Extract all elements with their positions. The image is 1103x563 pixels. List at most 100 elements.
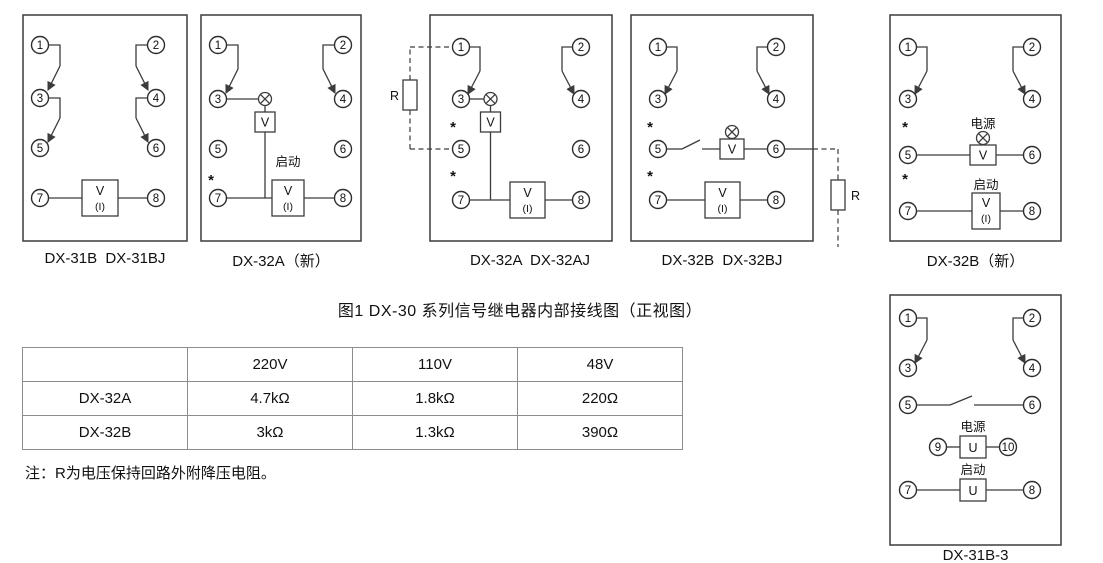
diagram-label-dx31b-3: DX-31B-3 (942, 547, 1009, 563)
terminal-7: 7 (208, 188, 228, 208)
contact-chain-left (47, 44, 61, 144)
start-coil-row: U (916, 478, 1024, 502)
svg-text:V: V (486, 116, 495, 130)
contact-right (322, 44, 336, 95)
external-resistor-circuit: R (813, 148, 860, 247)
terminal-3: 3 (648, 89, 668, 109)
vi-meter-box: V (I) (704, 181, 741, 219)
diagram-dx31b-3: 电源 U 启动 U 1 2 3 4 5 6 9 10 7 8 (889, 294, 1062, 546)
svg-text:(I): (I) (283, 201, 293, 213)
svg-text:6: 6 (578, 144, 584, 156)
diagram-border (22, 14, 188, 242)
col-header-110v: 110V (352, 347, 518, 382)
terminal-2: 2 (1022, 308, 1042, 328)
svg-text:4: 4 (578, 94, 585, 106)
svg-text:1: 1 (458, 42, 464, 54)
u-coil-box: U (959, 478, 987, 502)
terminal-1: 1 (898, 37, 918, 57)
row-header-dx32a: DX-32A (22, 381, 188, 416)
svg-text:R: R (851, 189, 860, 203)
figure-caption: 图1 DX-30 系列信号继电器内部接线图（正视图） (337, 303, 703, 320)
contact-chain-right (135, 44, 149, 144)
svg-text:4: 4 (153, 93, 160, 105)
svg-text:(I): (I) (523, 203, 533, 215)
svg-text:(I): (I) (981, 213, 991, 225)
diagram-label-dx32a-new: DX-32A（新） (232, 253, 330, 270)
table-corner-cell (22, 347, 188, 382)
power-coil-row: U (946, 435, 1000, 459)
terminal-9: 9 (928, 437, 948, 457)
voltmeter-box: V (969, 144, 997, 166)
star-mark: * (450, 119, 456, 136)
terminal-2: 2 (571, 37, 591, 57)
svg-text:6: 6 (153, 143, 159, 155)
svg-text:1: 1 (905, 313, 911, 325)
terminal-4: 4 (571, 89, 591, 109)
terminal-4: 4 (766, 89, 786, 109)
terminal-10: 10 (998, 437, 1018, 457)
svg-text:10: 10 (1002, 442, 1015, 454)
svg-text:1: 1 (37, 40, 43, 52)
svg-text:6: 6 (773, 144, 779, 156)
svg-text:7: 7 (905, 206, 911, 218)
svg-text:5: 5 (655, 144, 661, 156)
terminal-5: 5 (898, 145, 918, 165)
svg-text:6: 6 (1029, 150, 1035, 162)
svg-text:5: 5 (458, 144, 464, 156)
terminal-7: 7 (898, 201, 918, 221)
lamp-branch: V (226, 91, 276, 198)
terminal-6: 6 (1022, 145, 1042, 165)
svg-text:2: 2 (153, 40, 159, 52)
svg-text:2: 2 (1029, 42, 1035, 54)
svg-text:2: 2 (773, 42, 779, 54)
u-coil-box: U (959, 435, 987, 459)
star-mark: * (902, 119, 908, 136)
svg-text:4: 4 (1029, 94, 1036, 106)
svg-text:2: 2 (1029, 313, 1035, 325)
external-resistor-circuit: R (390, 46, 453, 150)
terminal-8: 8 (571, 190, 591, 210)
contact-right (1012, 317, 1026, 365)
svg-text:4: 4 (340, 94, 347, 106)
star-mark: * (647, 119, 653, 136)
terminal-7: 7 (898, 480, 918, 500)
svg-text:8: 8 (773, 195, 779, 207)
svg-text:5: 5 (37, 143, 43, 155)
svg-text:(I): (I) (718, 203, 728, 215)
svg-text:V: V (728, 143, 737, 157)
terminal-5: 5 (648, 139, 668, 159)
contact-left (467, 46, 481, 96)
svg-text:2: 2 (578, 42, 584, 54)
vi-meter-box: V (I) (81, 179, 119, 217)
contact-left (914, 46, 928, 96)
terminal-8: 8 (333, 188, 353, 208)
vi-meter-box: V (I) (509, 181, 546, 219)
svg-text:7: 7 (215, 193, 221, 205)
table-row-dx32a: DX-32A 4.7kΩ 1.8kΩ 220Ω (22, 381, 683, 416)
terminal-5: 5 (898, 395, 918, 415)
terminal-8: 8 (1022, 201, 1042, 221)
terminal-1: 1 (208, 35, 228, 55)
terminal-2: 2 (333, 35, 353, 55)
table-row-dx32b: DX-32B 3kΩ 1.3kΩ 390Ω (22, 415, 683, 450)
terminal-3: 3 (898, 89, 918, 109)
diagram-label-dx32b-new: DX-32B（新） (926, 253, 1025, 270)
svg-text:7: 7 (905, 485, 911, 497)
terminal-4: 4 (146, 88, 166, 108)
voltmeter-box: V (479, 111, 502, 133)
terminal-2: 2 (146, 35, 166, 55)
terminal-7: 7 (648, 190, 668, 210)
diagram-label-dx31b: DX-31B DX-31BJ (44, 250, 166, 267)
cell-dx32b-220v: 3kΩ (187, 415, 353, 450)
terminal-1: 1 (648, 37, 668, 57)
svg-text:7: 7 (655, 195, 661, 207)
terminal-5: 5 (30, 138, 50, 158)
svg-text:V: V (982, 196, 991, 210)
svg-text:1: 1 (655, 42, 661, 54)
diagram-border (889, 294, 1062, 546)
svg-text:6: 6 (340, 144, 346, 156)
star-mark: * (450, 168, 456, 185)
terminal-1: 1 (898, 308, 918, 328)
lamp-branch: V (469, 91, 502, 200)
svg-text:3: 3 (458, 94, 464, 106)
